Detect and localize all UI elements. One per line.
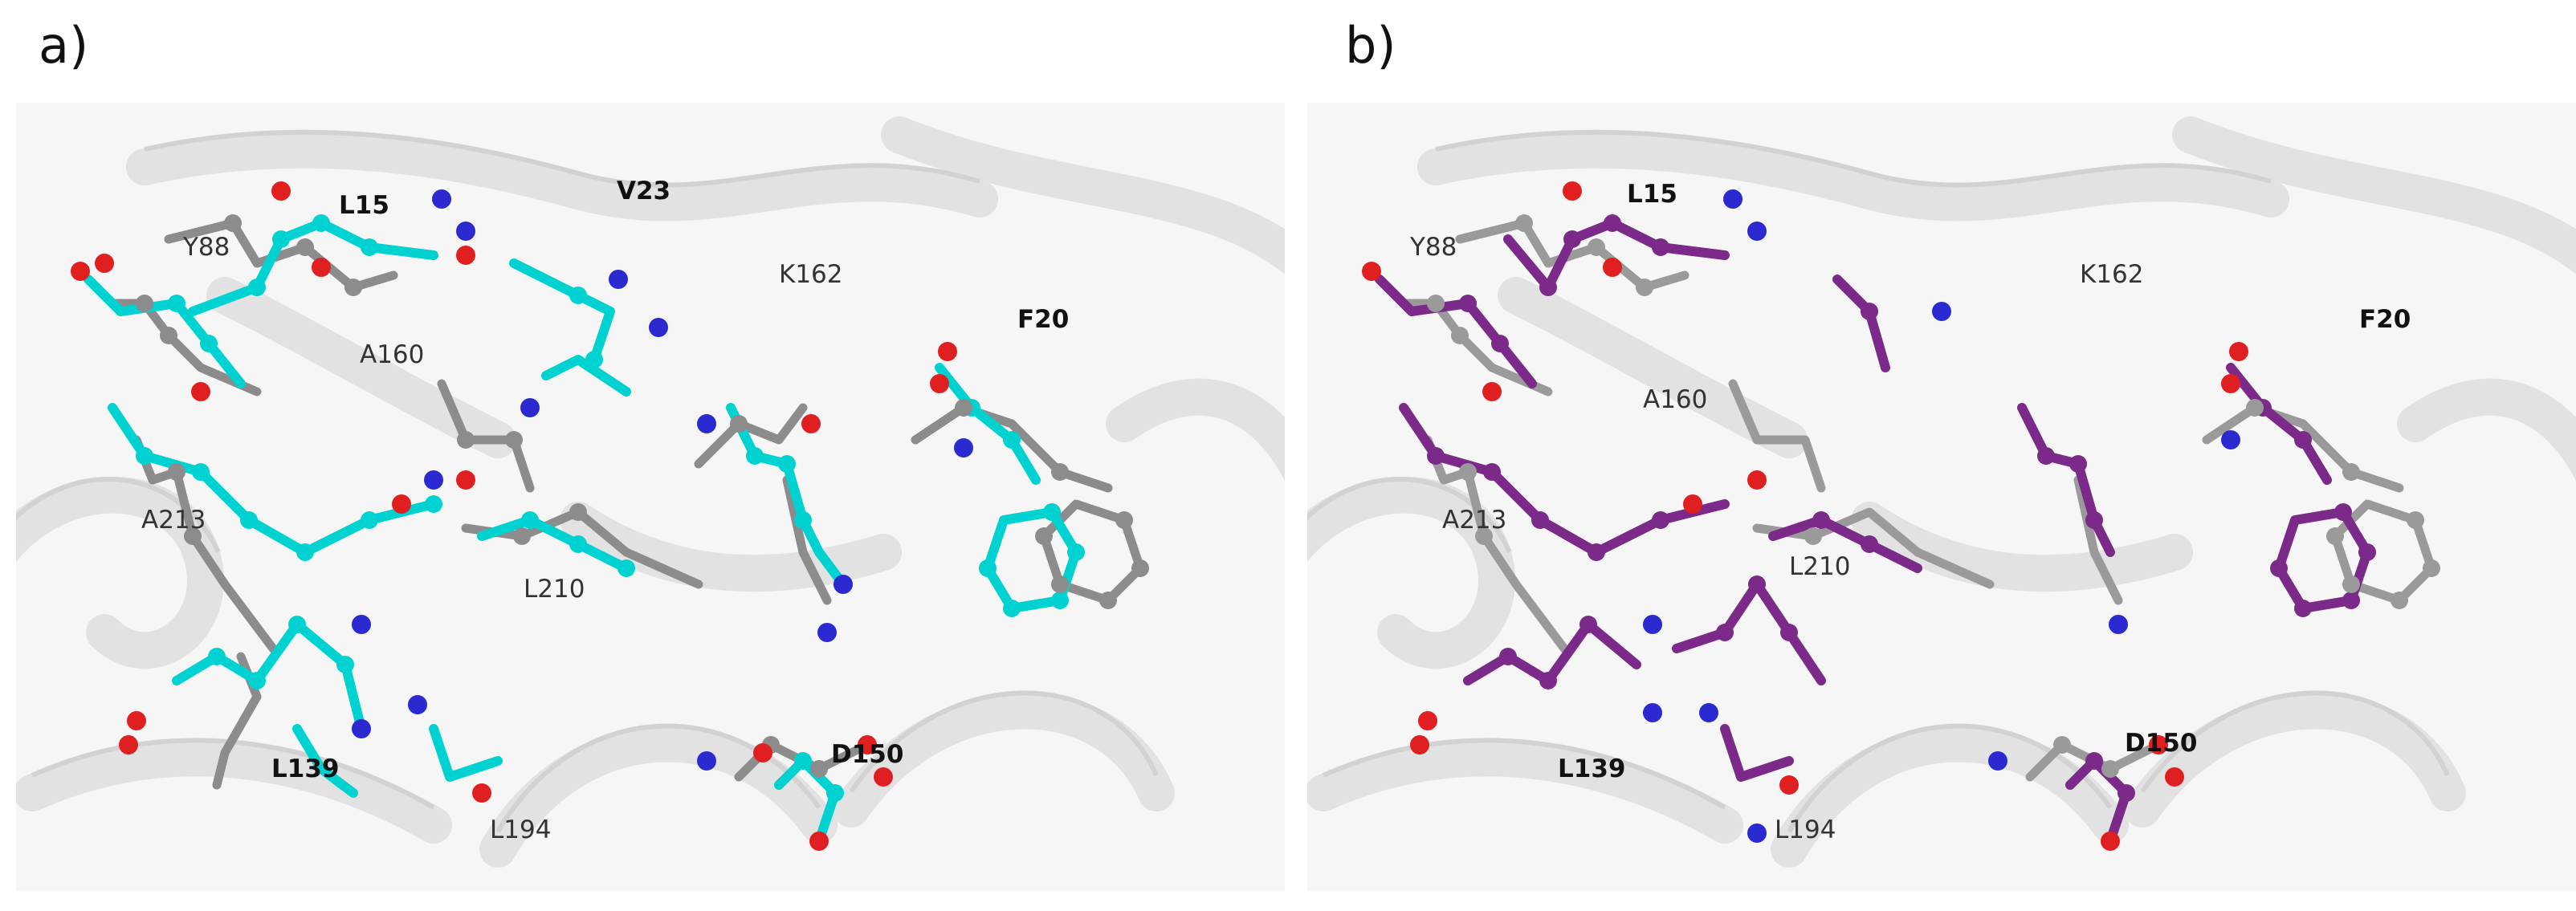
- residue-label-d150: D150: [831, 740, 904, 769]
- residue-label-a160: A160: [1643, 385, 1708, 414]
- residue-label-v23: V23: [617, 177, 671, 205]
- residue-label-a213: A213: [1442, 506, 1507, 535]
- residue-label-l15: L15: [339, 191, 389, 220]
- residue-label-l210: L210: [524, 575, 585, 604]
- protein-cartoon-shading: [16, 129, 1159, 833]
- residue-label-y88: Y88: [183, 233, 230, 262]
- residue-label-f20: F20: [2359, 305, 2411, 334]
- residue-label-l194: L194: [1775, 815, 1836, 844]
- residue-label-l194: L194: [490, 815, 552, 844]
- panel-b-structure: L15 Y88 K162 F20 A160 A213 L210 L139 D15…: [1307, 103, 2576, 891]
- protein-cartoon-shading: [1307, 129, 2450, 833]
- panel-a-structure: L15 V23 Y88 K162 F20 A160 A213 L210 L139…: [16, 103, 1285, 891]
- residue-label-k162: K162: [2080, 260, 2144, 289]
- residue-label-a213: A213: [141, 506, 206, 535]
- atom-spheres: [1362, 181, 2440, 851]
- residue-label-y88: Y88: [1410, 233, 1457, 262]
- residue-label-f20: F20: [1017, 305, 1070, 334]
- residue-label-l15: L15: [1627, 180, 1677, 209]
- residue-label-d150: D150: [2125, 729, 2198, 758]
- panel-b-letter: b): [1345, 16, 1396, 75]
- residue-label-l210: L210: [1789, 552, 1851, 581]
- atom-spheres: [71, 181, 1149, 851]
- residue-label-l139: L139: [1558, 754, 1626, 783]
- residue-label-a160: A160: [360, 340, 425, 369]
- residue-label-l139: L139: [271, 754, 340, 783]
- panel-b-render: [1307, 116, 2576, 868]
- residue-label-k162: K162: [779, 260, 843, 289]
- panel-a-render: [16, 116, 1285, 868]
- panel-a-letter: a): [39, 16, 89, 75]
- protein-cartoon-background: [16, 116, 1285, 868]
